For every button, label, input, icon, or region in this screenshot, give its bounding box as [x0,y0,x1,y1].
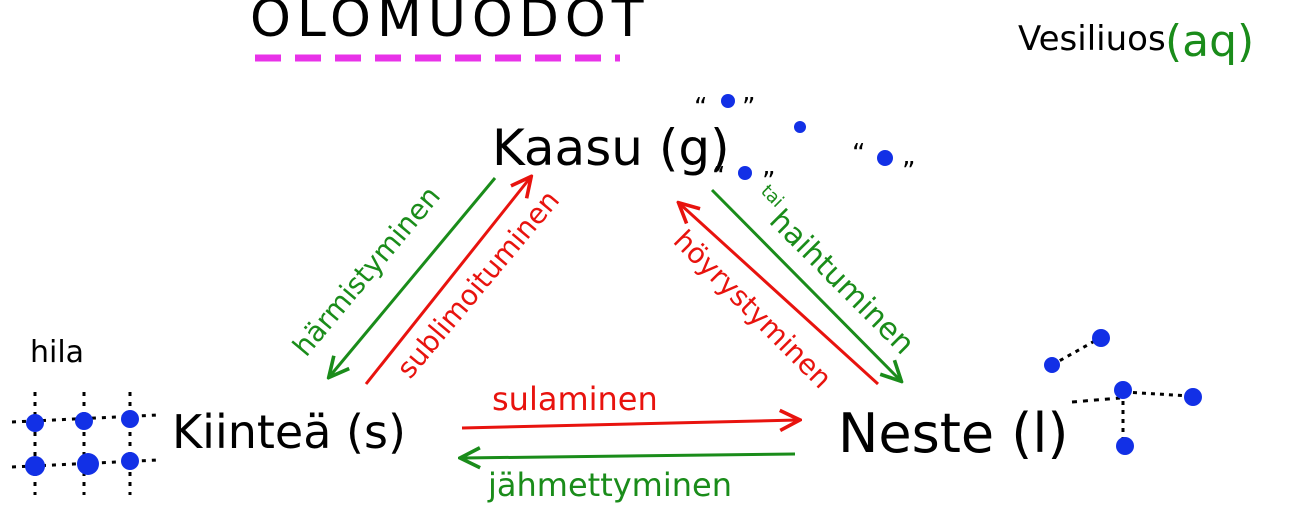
arrow-sublimation [364,178,530,385]
lattice-particles [25,410,139,476]
arrow-condensation [680,204,880,386]
gas-quote-close: ” [742,93,755,123]
gas-quote-open: “ [852,139,865,169]
solution-symbol: (aq) [1165,16,1254,67]
liquid-particle [1092,329,1110,347]
gas-quote-close: ” [762,167,775,197]
liquid-particle [1044,357,1060,373]
liquid-particle [1114,381,1132,399]
liquid-particle [1116,437,1134,455]
gas-quote-close: ” [902,157,915,187]
gas-quote-open: “ [694,93,707,123]
page-title: OLOMUODOT [250,0,650,49]
solution-label: Vesiliuos [1018,19,1166,59]
lattice-particle [25,456,45,476]
gas-particles: “ ” “ ” “ ” [694,93,915,197]
label-melting: sulaminen [492,380,658,418]
gas-particle [794,121,806,133]
lattice-particle [121,452,139,470]
lattice-particle [75,412,93,430]
arrow-vaporization [710,188,900,380]
liquid-particles [1044,329,1202,455]
solid-lattice [11,392,159,495]
arrow-melting [461,420,798,428]
gas-particle [721,94,735,108]
lattice-particle [77,453,99,475]
state-liquid: Neste (l) [838,402,1068,465]
state-solid: Kiinteä (s) [172,405,406,459]
liquid-particle [1184,388,1202,406]
lattice-particle [121,410,139,428]
state-gas: Kaasu (g) [492,119,730,177]
gas-particle [738,166,752,180]
lattice-label: hila [30,335,84,370]
gas-quote-open: “ [712,162,725,192]
gas-particle [877,150,893,166]
arrow-freezing [462,454,796,458]
arrow-deposition [330,177,497,376]
label-freezing: jähmettyminen [487,466,732,504]
lattice-particle [26,414,44,432]
